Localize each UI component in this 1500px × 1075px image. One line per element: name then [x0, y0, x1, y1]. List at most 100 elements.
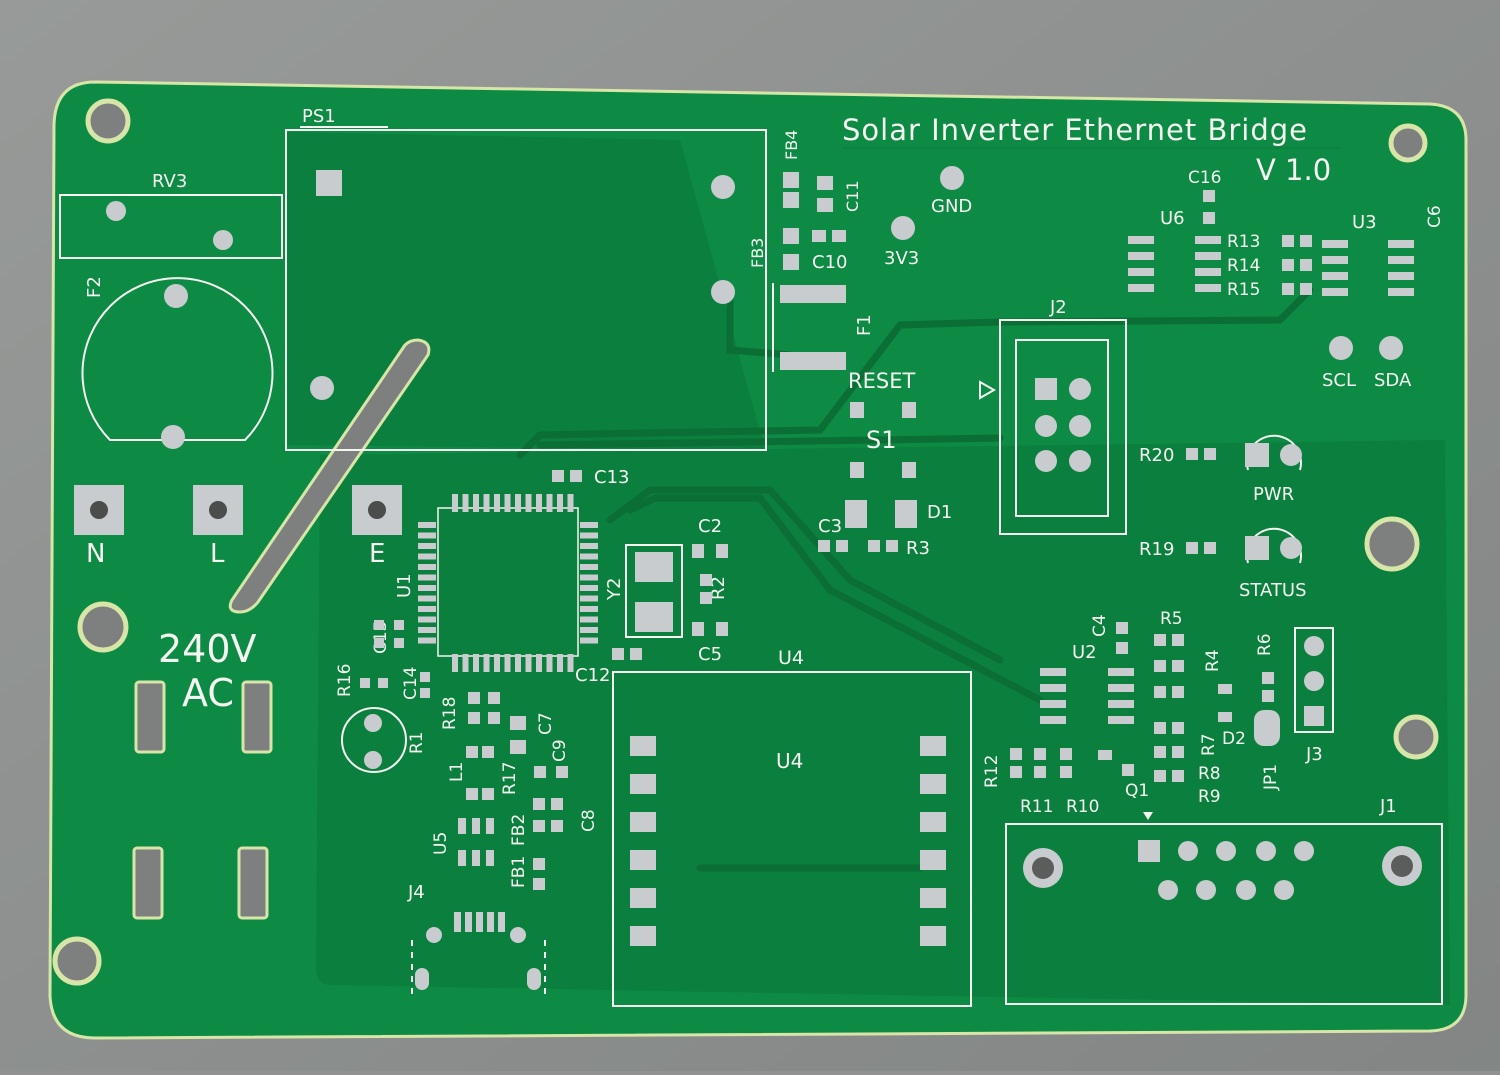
ref-r6: R6 — [1255, 633, 1275, 656]
label-status: STATUS — [1239, 580, 1307, 601]
ref-rv3: RV3 — [152, 171, 187, 192]
u1-pad — [504, 494, 511, 512]
c2-pad-1 — [692, 544, 704, 558]
traces — [516, 286, 1314, 872]
label-gnd: GND — [931, 196, 972, 217]
j1-pin — [1178, 841, 1198, 861]
j1-pin — [1256, 841, 1276, 861]
r1-outline — [341, 707, 407, 773]
ref-c14: C14 — [401, 666, 421, 700]
testpoint-gnd — [940, 166, 964, 190]
u1-pad — [418, 637, 436, 644]
label-ac: AC — [182, 671, 234, 715]
u1-pad — [515, 654, 521, 672]
u1-pad — [418, 543, 436, 549]
u1-pad — [473, 654, 479, 672]
led-pwr-pad-1 — [1245, 443, 1269, 467]
ps1-pad-2 — [711, 175, 735, 199]
ref-c5: C5 — [698, 644, 722, 665]
u1-pad — [525, 494, 532, 512]
j2-outline — [999, 319, 1127, 535]
ref-r18: R18 — [440, 697, 460, 730]
d1-pad-2 — [895, 500, 917, 528]
u1-pad — [504, 654, 511, 672]
r1-pad-1 — [364, 714, 382, 732]
u1-pad — [418, 627, 436, 633]
label-e: E — [369, 539, 385, 569]
j1-pin — [1216, 841, 1236, 861]
ref-r16: R16 — [335, 664, 355, 697]
u1-pad — [483, 654, 490, 672]
ref-c11: C11 — [843, 180, 862, 212]
u4-pad-left — [630, 774, 656, 794]
u1-pad — [580, 637, 598, 644]
led-status-pad-2 — [1280, 537, 1302, 559]
j1-pin — [1236, 880, 1256, 900]
u4-outline — [612, 671, 972, 1007]
ref-j3: J3 — [1305, 744, 1323, 765]
u4-pad-left — [630, 888, 656, 908]
u1-pad — [580, 522, 598, 528]
ref-ps1: PS1 — [302, 106, 336, 127]
u4-pad-right — [920, 812, 946, 832]
j1-pin — [1274, 880, 1294, 900]
u1-pad — [418, 553, 436, 560]
u1-pad — [567, 494, 574, 512]
ref-c3: C3 — [818, 516, 842, 537]
r19-pad-1 — [1186, 542, 1198, 554]
mains-cutouts — [132, 680, 273, 920]
label-3v3: 3V3 — [884, 248, 919, 269]
r19-pad-2 — [1204, 542, 1216, 554]
c13-pad-1 — [552, 470, 564, 482]
ref-r1: R1 — [407, 731, 427, 754]
ref-j4: J4 — [407, 882, 425, 903]
ref-r15: R15 — [1227, 280, 1260, 300]
mounting-holes — [52, 98, 1439, 986]
u1-pad — [580, 553, 598, 560]
ref-c16: C16 — [1188, 168, 1222, 188]
u1-pad — [462, 494, 469, 512]
y2-pad-2 — [635, 602, 673, 632]
u1-pad — [483, 494, 490, 512]
u1-pad — [536, 654, 542, 672]
ref-r17: R17 — [500, 762, 520, 795]
j3-pin-2 — [1304, 671, 1324, 691]
u6-pads — [1128, 236, 1221, 292]
testpoint-sda — [1379, 336, 1403, 360]
u1-pad — [580, 532, 598, 539]
ref-r3: R3 — [906, 538, 930, 559]
j1-pin — [1294, 841, 1314, 861]
ref-q1: Q1 — [1125, 781, 1149, 801]
u1-pad — [515, 494, 521, 512]
fb4-pads — [783, 172, 846, 270]
r13-r15-pads — [1282, 235, 1312, 295]
ref-c6: C6 — [1425, 205, 1445, 228]
ps1-outline — [285, 129, 767, 451]
c5-pad-1 — [692, 622, 704, 636]
c5-pad-2 — [716, 622, 728, 636]
u1-pad — [580, 595, 598, 602]
u4-pad-right — [920, 850, 946, 870]
u1-pad — [580, 574, 598, 581]
ref-fb1: FB1 — [509, 856, 529, 888]
ref-u6: U6 — [1160, 208, 1185, 229]
u1-pad — [557, 654, 563, 672]
u1-pad — [494, 494, 500, 512]
u1-pad — [580, 585, 598, 591]
ref-u4-body: U4 — [776, 749, 803, 773]
ref-r5: R5 — [1160, 609, 1183, 629]
j1-mount-left-hole — [1032, 857, 1054, 879]
j3-pin-1 — [1304, 636, 1324, 656]
y2-outline — [625, 544, 683, 638]
c12-pad-1 — [612, 648, 624, 660]
ref-f1: F1 — [854, 314, 875, 336]
label-l: L — [210, 539, 225, 569]
mains-terminals — [74, 485, 402, 535]
j1-pins — [1138, 840, 1314, 900]
rv3-pad-2 — [213, 230, 233, 250]
label-240v: 240V — [158, 627, 257, 671]
ref-c9: C9 — [550, 739, 570, 762]
ref-u2: U2 — [1072, 642, 1097, 663]
left-smd-pads — [360, 620, 568, 890]
u1-pad — [557, 494, 563, 512]
